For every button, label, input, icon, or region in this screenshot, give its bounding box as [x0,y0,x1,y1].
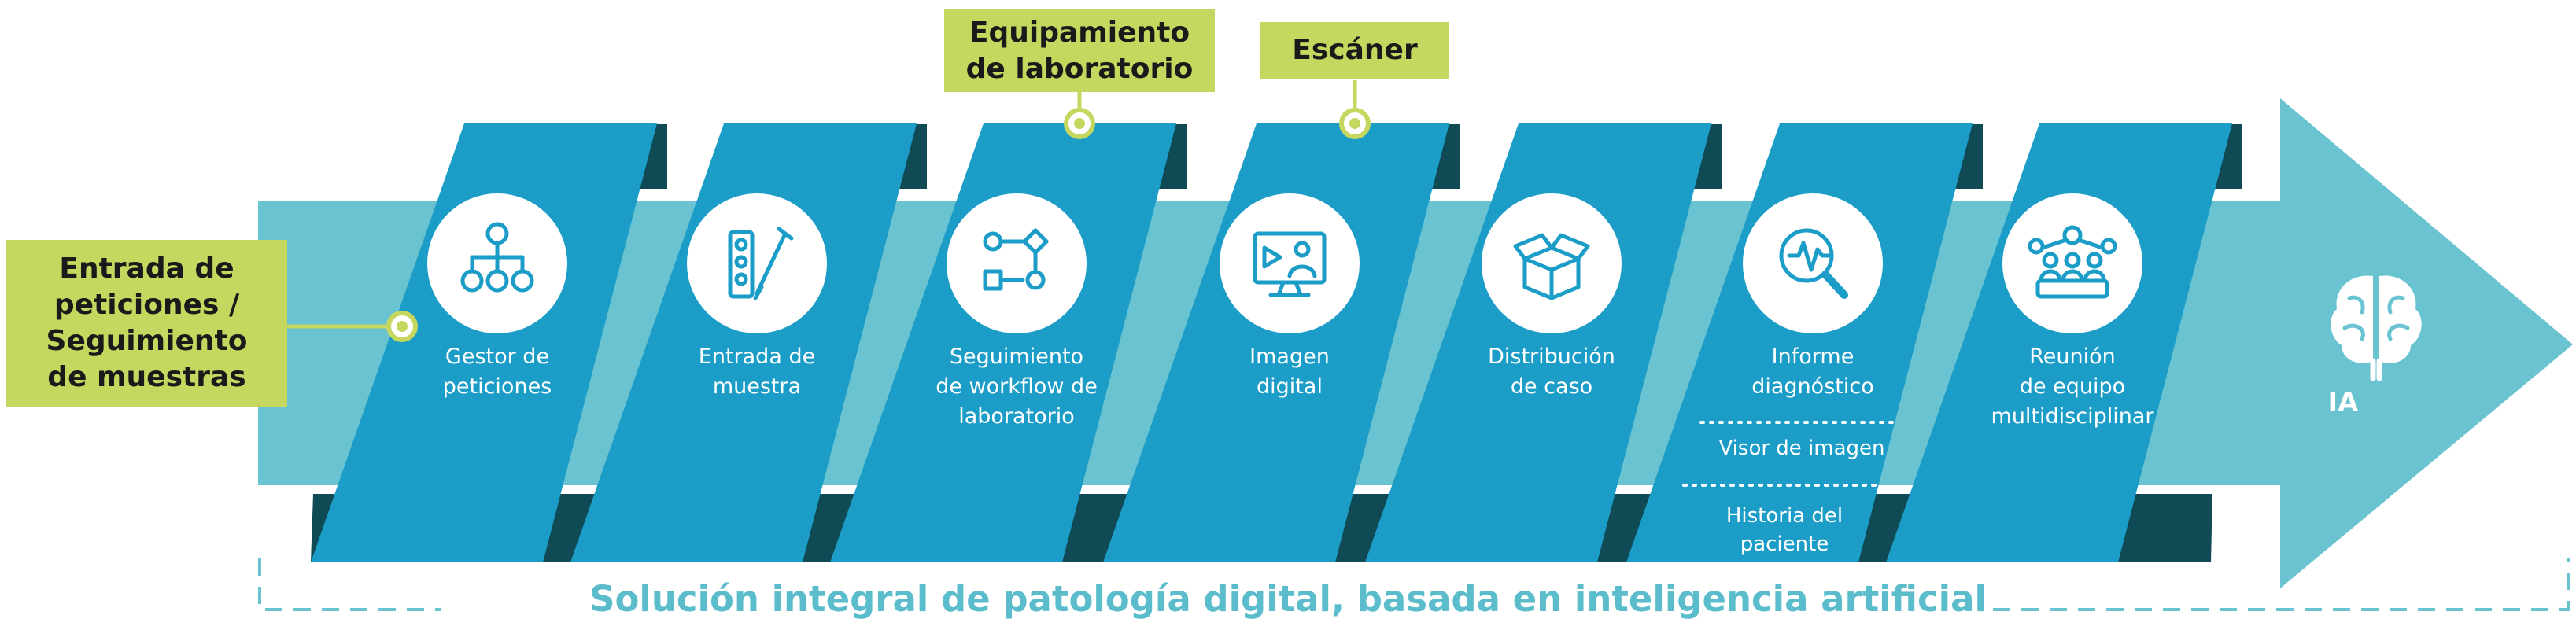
step-icon-circle [687,193,827,333]
step-panel [570,123,917,562]
callout-requests: Entrada de peticiones / Seguimiento de m… [6,240,287,407]
callout-scanner-text: Escáner [1292,34,1418,66]
step-panel [1103,123,1449,562]
step-label: Gestor de peticiones [442,344,552,399]
left-callout-dot-inner [397,321,408,332]
step-icon-circle [1220,193,1360,333]
workflow-icon [983,228,1049,291]
step-panel [311,123,657,562]
footer-bracket-gap [441,594,1983,625]
step-label: Imagen digital [1249,344,1330,399]
step-icon-circle [1482,193,1622,333]
step-icon-circle [947,193,1087,333]
sub-item-image-viewer: Visor de imagen [1718,437,1885,460]
step-label: Reunión de equipo multidisciplinar [1991,344,2154,429]
step-label: Seguimiento de workflow de laboratorio [936,344,1098,429]
sample-slide-icon [728,227,794,300]
brain-icon [2331,275,2422,381]
callout-lab-text: Equipamiento de laboratorio [965,16,1194,85]
step-panels [311,123,2242,562]
step-icon-circle [2002,193,2142,333]
box-icon [1513,233,1590,300]
step-label: Distribución de caso [1488,344,1615,399]
lab-callout-dot-inner [1074,118,1085,129]
scanner-callout-dot-inner [1349,118,1360,129]
sub-item-patient-history: Historia del paciente [1725,504,1843,556]
footer-title: Solución integral de patología digital, … [589,578,1987,620]
callout-lab-equipment: Equipamiento de laboratorio [944,9,1215,92]
step-label: Informe diagnóstico [1751,344,1874,399]
step-panel [1365,123,1711,562]
step-panel [1886,123,2232,562]
callout-requests-text: Entrada de peticiones / Seguimiento de m… [46,252,248,393]
callout-scanner: Escáner [1260,22,1449,79]
step-panel [1626,123,1973,562]
team-meeting-icon [2028,225,2117,299]
hierarchy-icon [460,222,534,293]
step-label: Entrada de muestra [698,344,816,399]
magnifier-chart-icon [1779,228,1848,299]
ai-label: IA [2327,387,2359,418]
digital-image-icon [1253,231,1327,297]
step-panel [830,123,1176,562]
workflow-arrow-head [2280,98,2573,588]
